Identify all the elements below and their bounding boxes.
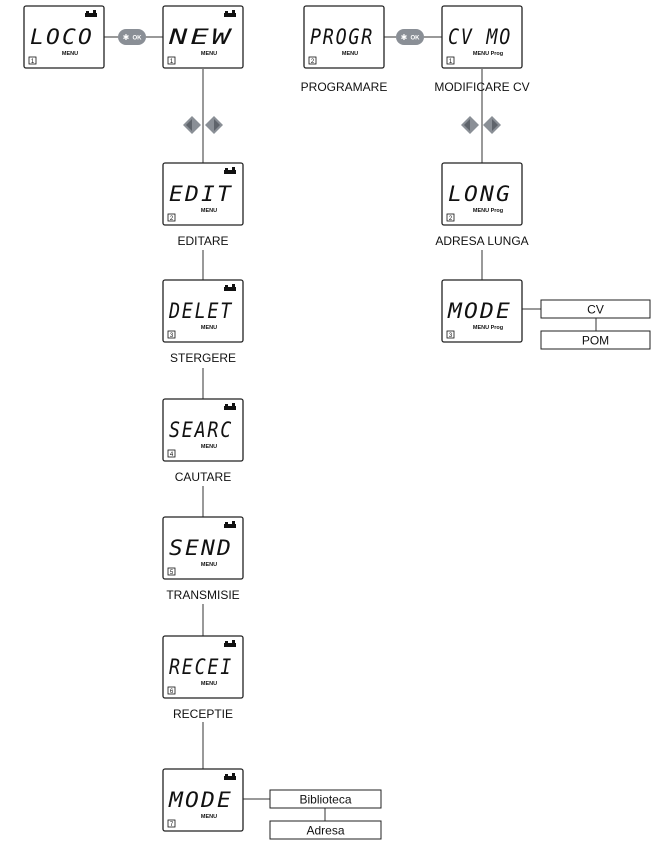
lcd-display-text: LONG <box>448 182 512 206</box>
lcd-display-text: PROGR <box>310 25 374 49</box>
lcd-display-text: RECEI <box>169 655 233 679</box>
locomotive-icon <box>85 10 97 17</box>
lcd-menu-label: MENU <box>342 51 358 57</box>
lcd-screen-search: SEARC MENU 4 <box>162 398 244 462</box>
lcd-screen-cv-mode: CV MO MENU Prog 1 <box>441 5 523 69</box>
locomotive-icon <box>224 773 236 780</box>
lcd-screen-receive: RECEI MENU 6 <box>162 635 244 699</box>
lcd-screen-new: NEW MENU 1 <box>162 5 244 69</box>
lcd-screen-send: SEND MENU 5 <box>162 516 244 580</box>
lcd-menu-number: 7 <box>170 822 174 828</box>
lcd-menu-number: 1 <box>170 59 174 65</box>
lcd-menu-label: MENU <box>201 562 217 568</box>
star-icon: ✱ <box>123 33 130 42</box>
locomotive-icon <box>224 10 236 17</box>
screen-caption: ADRESA LUNGA <box>435 234 528 248</box>
ok-button-label: OK <box>411 36 421 42</box>
mode-option-label: POM <box>582 334 609 348</box>
lcd-menu-number: 1 <box>31 59 35 65</box>
screen-caption: STERGERE <box>170 351 236 365</box>
lcd-menu-number: 4 <box>170 452 174 458</box>
mode-option-label: Adresa <box>306 824 344 838</box>
mode-option-pom[interactable]: POM <box>540 330 651 350</box>
connectors <box>104 36 597 821</box>
lcd-display-text: LOCO <box>30 25 94 49</box>
screen-caption: RECEPTIE <box>173 707 233 721</box>
lcd-display-text: EDIT <box>169 182 233 206</box>
mode-option-label: Biblioteca <box>299 793 351 807</box>
locomotive-icon <box>224 284 236 291</box>
lcd-menu-label: MENU <box>62 51 78 57</box>
lcd-menu-label: MENU <box>201 814 217 820</box>
lcd-display-text: SEARC <box>169 418 233 442</box>
lcd-menu-label: MENU <box>201 444 217 450</box>
lcd-menu-label: MENU Prog <box>473 208 503 214</box>
nav-arrows-left[interactable] <box>183 116 223 134</box>
star-icon: ✱ <box>401 33 408 42</box>
ok-button-right[interactable]: OK ✱ <box>396 29 424 45</box>
lcd-menu-label: MENU <box>201 208 217 214</box>
mode-option-label: CV <box>587 303 604 317</box>
lcd-menu-number: 2 <box>170 216 174 222</box>
lcd-screen-loco: LOCO MENU 1 <box>23 5 105 69</box>
screen-caption: EDITARE <box>177 234 228 248</box>
mode-option-cv[interactable]: CV <box>540 299 651 319</box>
mode-option-biblioteca[interactable]: Biblioteca <box>269 789 382 809</box>
screen-caption: CAUTARE <box>175 470 231 484</box>
lcd-display-text: CV MO <box>448 25 512 49</box>
screen-caption: TRANSMISIE <box>166 588 239 602</box>
lcd-menu-label: MENU <box>201 51 217 57</box>
lcd-screen-mode-prog: MODE MENU Prog 3 <box>441 279 523 343</box>
locomotive-icon <box>224 167 236 174</box>
lcd-menu-label: MENU Prog <box>473 51 503 57</box>
screen-caption: MODIFICARE CV <box>434 80 529 94</box>
lcd-display-text: MODE <box>447 299 512 323</box>
mode-option-adresa[interactable]: Adresa <box>269 820 382 840</box>
locomotive-icon <box>224 521 236 528</box>
lcd-menu-label: MENU Prog <box>473 325 503 331</box>
ok-button-left[interactable]: OK ✱ <box>118 29 146 45</box>
lcd-display-text: SEND <box>169 536 233 560</box>
lcd-menu-number: 2 <box>449 216 453 222</box>
screen-caption: PROGRAMARE <box>301 80 388 94</box>
lcd-screen-long: LONG MENU Prog 2 <box>441 162 523 226</box>
locomotive-icon <box>224 403 236 410</box>
lcd-menu-number: 1 <box>449 59 453 65</box>
lcd-display-text: DELET <box>168 299 233 323</box>
lcd-display-text: MODE <box>168 788 233 812</box>
nav-arrows-right[interactable] <box>461 116 501 134</box>
ok-button-label: OK <box>133 36 143 42</box>
lcd-menu-number: 3 <box>449 333 453 339</box>
lcd-menu-label: MENU <box>201 325 217 331</box>
locomotive-icon <box>224 640 236 647</box>
lcd-screen-delete: DELET MENU 3 <box>162 279 244 343</box>
lcd-menu-number: 2 <box>311 59 315 65</box>
lcd-menu-label: MENU <box>201 681 217 687</box>
lcd-screen-mode: MODE MENU 7 <box>162 768 244 832</box>
lcd-display-text: NEW <box>168 25 234 49</box>
lcd-menu-number: 5 <box>170 570 174 576</box>
lcd-screen-edit: EDIT MENU 2 <box>162 162 244 226</box>
lcd-menu-number: 6 <box>170 689 174 695</box>
screen-captions: EDITARE STERGERE CAUTARE TRANSMISIE RECEPTIE… <box>166 80 529 721</box>
lcd-screen-progr: PROGR MENU 2 <box>303 5 385 69</box>
lcd-menu-number: 3 <box>170 333 174 339</box>
